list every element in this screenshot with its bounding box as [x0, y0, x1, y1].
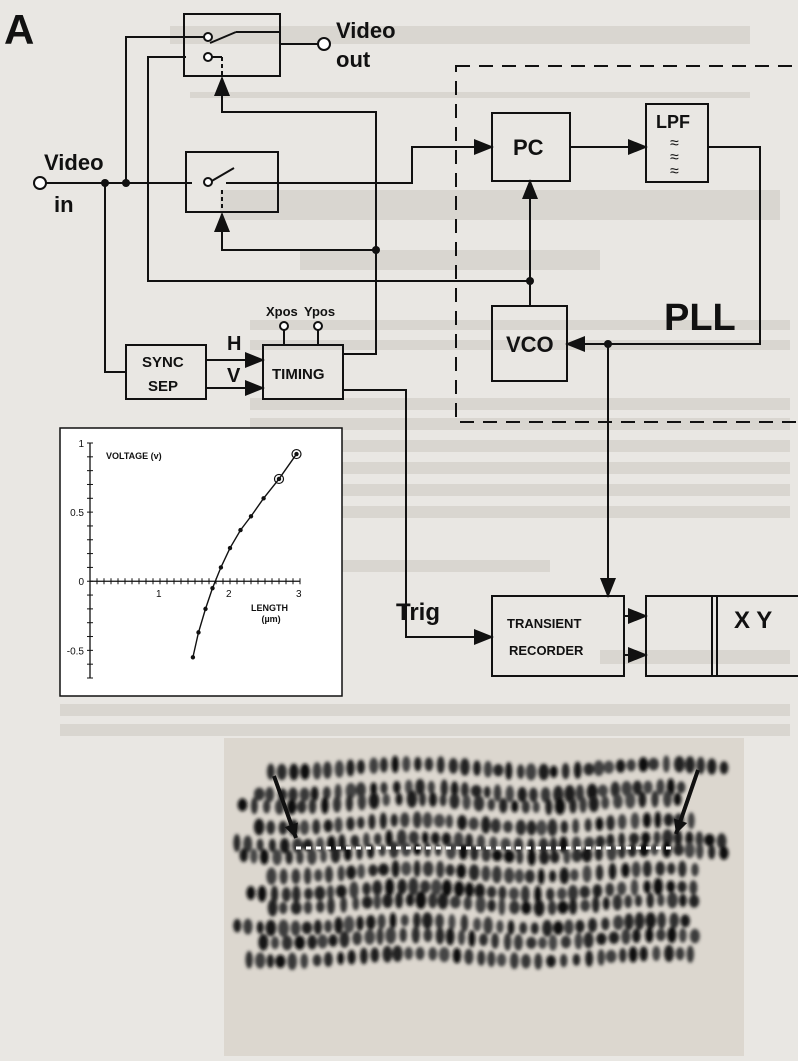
xy-label: X Y [734, 607, 772, 634]
chart-data-point [227, 545, 233, 551]
chart-circled-point [291, 448, 302, 460]
right-arrow-head [673, 818, 688, 834]
pc-label: PC [513, 135, 544, 160]
transient-recorder-block [491, 595, 625, 677]
ypos-terminal [313, 321, 323, 331]
left-arrow-head [284, 822, 298, 838]
pll-region [455, 65, 798, 423]
xpos-terminal [279, 321, 289, 331]
chart-x-tick-label: 3 [296, 589, 302, 600]
chart-data-point [203, 606, 208, 612]
video-in-label: Video [44, 150, 104, 175]
chart-y-tick-label: 0 [78, 577, 84, 588]
chart-data-point [218, 565, 224, 570]
pll-label: PLL [664, 297, 736, 339]
video-out-label-2: out [336, 47, 371, 72]
chart-data-point [210, 585, 215, 591]
vco-label: VCO [506, 332, 554, 357]
lpf-symbol-3: ≈ [670, 163, 679, 180]
sync-sep-label: SYNC [142, 354, 184, 371]
chart-data-point [190, 655, 196, 660]
chart-data-point [294, 451, 299, 457]
chart-x-tick-label: 2 [226, 589, 232, 600]
video-in-terminal [33, 176, 47, 190]
panel-a-label: A [4, 6, 34, 53]
inset-chart: 1 2 3 1 0.5 0 -0.5 VOLTAGE (v) LENGTH(µm) [59, 427, 343, 697]
video-out-terminal [317, 37, 331, 51]
chart-data-point [261, 496, 266, 501]
sync-sep-label-2: SEP [148, 378, 178, 395]
timing-block [262, 344, 344, 400]
chart-data-point [238, 527, 243, 533]
chart-data-point [248, 514, 254, 519]
chart-y-tick-label: 0.5 [70, 508, 84, 519]
micrograph [224, 738, 744, 1056]
xpos-label: Xpos [266, 304, 298, 319]
lpf-symbol: ≈ [670, 135, 679, 152]
lpf-symbol-2: ≈ [670, 149, 679, 166]
chart-y-tick-label: -0.5 [67, 646, 85, 657]
chart-y-label: VOLTAGE (v) [106, 451, 162, 461]
video-out-label: Video [336, 18, 396, 43]
chart-y-tick-label: 1 [78, 439, 84, 450]
lpf-label: LPF [656, 112, 690, 132]
ypos-label: Ypos [304, 304, 335, 319]
h-label: H [227, 333, 241, 355]
video-out-switch-box [183, 13, 281, 77]
block-diagram: A Video in Video out PC LPF ≈ ≈ ≈ VCO PL… [4, 6, 798, 697]
xy-block [645, 595, 798, 677]
chart-circled-point [273, 473, 285, 485]
chart-data-point [196, 630, 201, 635]
recorder-label-2: RECORDER [509, 643, 584, 658]
chart-x-label-units: (µm) [262, 614, 281, 624]
chart-x-tick-label: 1 [156, 589, 162, 600]
v-label: V [227, 365, 241, 387]
timing-label: TIMING [272, 366, 325, 383]
trig-label: Trig [396, 599, 440, 626]
chart-data-point [276, 476, 282, 482]
video-in-label-2: in [54, 192, 74, 217]
recorder-label: TRANSIENT [507, 616, 581, 631]
chart-x-label: LENGTH [251, 603, 288, 613]
